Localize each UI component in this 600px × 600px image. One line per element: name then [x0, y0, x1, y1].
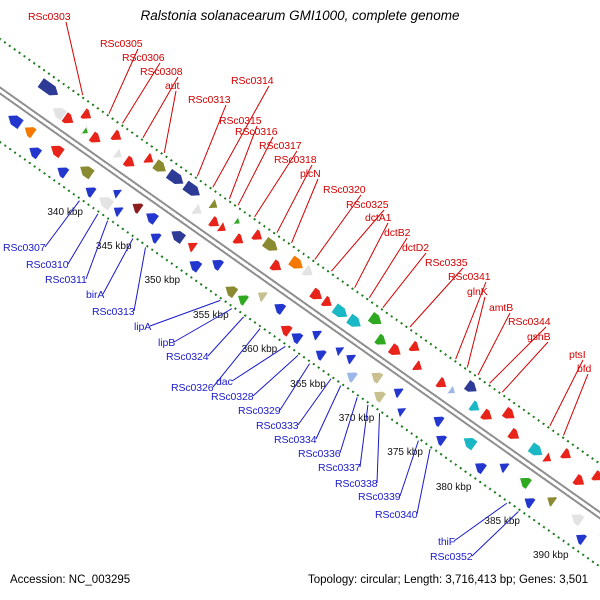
gene-label-forward[interactable]: RSc0303 — [28, 11, 71, 23]
gene-label-reverse[interactable]: RSc0336 — [298, 448, 341, 460]
gene-label-reverse[interactable]: RSc0340 — [375, 509, 418, 521]
gene-label-forward[interactable]: gshB — [527, 331, 551, 343]
gene-label-reverse[interactable]: birA — [86, 289, 105, 301]
map-title: Ralstonia solanacearum GMI1000, complete… — [140, 8, 460, 23]
gene-label-reverse[interactable]: RSc0307 — [3, 242, 46, 254]
gene-label-reverse[interactable]: RSc0313 — [92, 306, 135, 318]
gene-label-reverse[interactable]: RSc0337 — [318, 462, 361, 474]
status-bar: Accession: NC_003295 Topology: circular;… — [0, 566, 600, 600]
gene-label-reverse[interactable]: lipA — [134, 321, 152, 333]
gene-label-reverse[interactable]: RSc0334 — [274, 434, 317, 446]
gene-label-forward[interactable]: RSc0317 — [259, 140, 302, 152]
gene-label-forward[interactable]: RSc0305 — [100, 38, 143, 50]
gene-label-forward[interactable]: ptsI — [569, 349, 586, 361]
gene-label-forward[interactable]: RSc0325 — [346, 199, 389, 211]
gene-label-reverse[interactable]: RSc0338 — [335, 478, 378, 490]
scale-tick-label: 380 kbp — [435, 481, 472, 493]
scale-tick-label: 390 kbp — [532, 550, 569, 562]
gene-label-forward[interactable]: dctD2 — [402, 242, 429, 254]
gene-label-reverse[interactable]: RSc0339 — [358, 491, 401, 503]
gene-label-forward[interactable]: RSc0313 — [188, 94, 231, 106]
gene-label-forward[interactable]: RSc0320 — [323, 184, 366, 196]
scale-tick-label: 350 kbp — [144, 275, 181, 287]
gene-label-forward[interactable]: glnK — [467, 286, 488, 298]
gene-label-forward[interactable]: RSc0314 — [231, 75, 274, 87]
gene-label-forward[interactable]: plcN — [300, 168, 321, 180]
gene-label-reverse[interactable]: thiF — [438, 536, 456, 548]
gene-label-forward[interactable]: RSc0306 — [122, 52, 165, 64]
gene-label-reverse[interactable]: RSc0326 — [171, 382, 214, 394]
gene-label-reverse[interactable]: RSc0329 — [238, 405, 281, 417]
gene-label-reverse[interactable]: RSc0352 — [430, 551, 473, 563]
gene-label-reverse[interactable]: lipB — [158, 337, 176, 349]
gene-label-forward[interactable]: RSc0341 — [448, 271, 491, 283]
gene-label-forward[interactable]: bfd — [577, 363, 592, 375]
gene-label-forward[interactable]: RSc0308 — [140, 66, 183, 78]
gene-label-forward[interactable]: RSc0316 — [235, 126, 278, 138]
gene-label-reverse[interactable]: RSc0328 — [211, 391, 254, 403]
gene-label-forward[interactable]: dctB2 — [384, 227, 411, 239]
gene-label-forward[interactable]: dctA1 — [365, 212, 392, 224]
gene-label-reverse[interactable]: RSc0333 — [256, 420, 299, 432]
gene-label-reverse[interactable]: RSc0311 — [45, 274, 87, 286]
gene-label-reverse[interactable]: RSc0324 — [166, 351, 209, 363]
gene-label-forward[interactable]: RSc0318 — [274, 154, 317, 166]
gene-label-forward[interactable]: RSc0335 — [425, 257, 468, 269]
gene-label-forward[interactable]: aut — [165, 80, 180, 92]
gene-label-reverse[interactable]: dac — [216, 376, 233, 388]
gene-label-forward[interactable]: RSc0344 — [508, 316, 551, 328]
gene-label-forward[interactable]: amtB — [489, 302, 514, 314]
topology-text: Topology: circular; Length: 3,716,413 bp… — [307, 574, 588, 586]
accession-text: Accession: NC_003295 — [10, 574, 131, 586]
gene-label-reverse[interactable]: RSc0310 — [26, 259, 69, 271]
